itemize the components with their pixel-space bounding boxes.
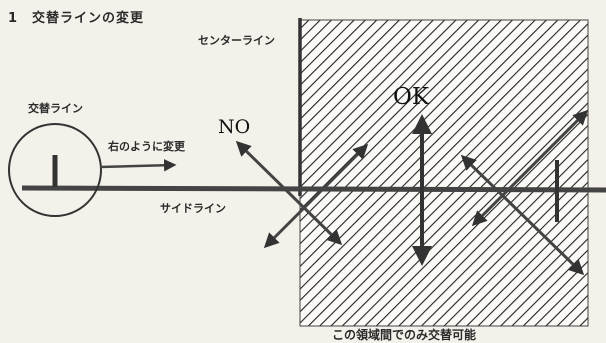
alternation-line-label: 交替ライン [28, 102, 83, 115]
move-right-arrow [99, 159, 177, 172]
substitution-zone [299, 19, 589, 327]
ok-label: OK [393, 84, 430, 110]
center-line-label: センターライン [198, 34, 275, 47]
ok-arrow-diagonal-2 [471, 109, 589, 227]
move-right-label: 右のように変更 [108, 140, 185, 153]
side-line [21, 185, 606, 193]
no-label: NO [218, 116, 251, 138]
no-arrow-diagonal-2 [263, 143, 369, 249]
area-note-label: この領域間でのみ交替可能 [332, 328, 477, 342]
magnifier-circle [8, 123, 102, 217]
side-line-label: サイドライン [160, 202, 226, 215]
page-title: 1 交替ラインの変更 [8, 11, 145, 26]
